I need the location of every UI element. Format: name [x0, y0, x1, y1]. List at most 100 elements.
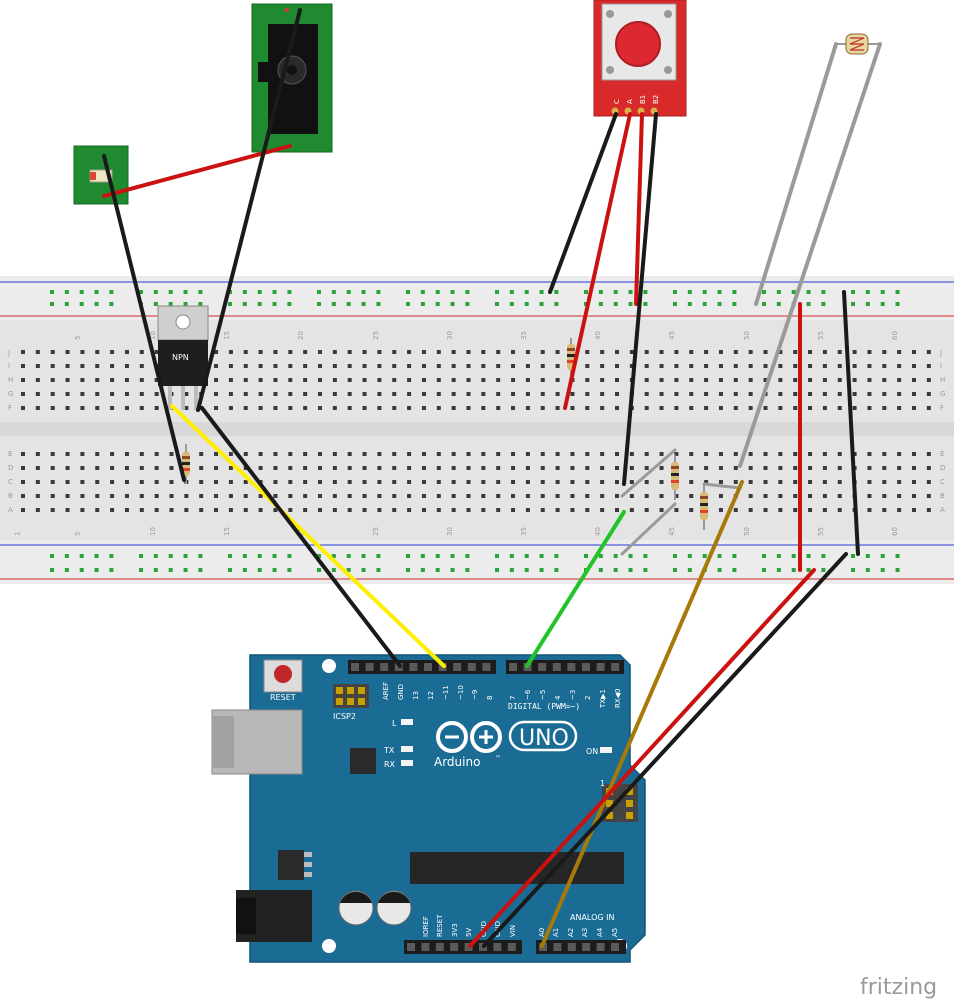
header-pin[interactable]: [507, 943, 516, 951]
breadboard-hole: [392, 494, 397, 498]
breadboard-hole: [674, 350, 679, 354]
header-pin[interactable]: [596, 943, 605, 951]
breadboard-hole: [912, 480, 916, 484]
header-pin[interactable]: [467, 663, 476, 671]
header-pin[interactable]: [596, 663, 605, 671]
breadboard-hole: [377, 494, 382, 498]
breadboard-hole: [793, 364, 798, 368]
rail-hole: [524, 568, 529, 572]
header-pin[interactable]: [365, 663, 374, 671]
breadboard-hole: [392, 508, 397, 512]
breadboard-hole: [243, 480, 248, 484]
breadboard-hole: [169, 480, 174, 484]
rail-hole: [643, 302, 648, 306]
wire-black-button-b2: [622, 112, 658, 486]
breadboard-hole: [258, 494, 263, 498]
button-pin-b2: B2: [652, 95, 660, 104]
breadboard-hole: [184, 392, 189, 396]
photoresistor: [834, 33, 880, 55]
breadboard-hole: [288, 364, 293, 368]
header-pin[interactable]: [380, 663, 389, 671]
breadboard-hole: [154, 508, 159, 512]
rail-hole: [435, 554, 440, 558]
rail-hole: [702, 302, 707, 306]
header-pin[interactable]: [407, 943, 415, 951]
pin-label-a1: A1: [552, 928, 560, 937]
header-pin[interactable]: [421, 943, 430, 951]
reset-button[interactable]: [263, 659, 303, 693]
breadboard-hole: [629, 508, 634, 512]
pin-label-4: 4: [554, 695, 562, 700]
rail-hole: [183, 568, 188, 572]
breadboard-hole: [674, 378, 679, 382]
header-pin[interactable]: [482, 663, 491, 671]
header-pin[interactable]: [409, 663, 418, 671]
rail-hole: [376, 290, 381, 294]
header-pin[interactable]: [538, 663, 547, 671]
rail-hole: [153, 290, 158, 294]
breadboard-hole: [511, 378, 516, 382]
header-pin[interactable]: [435, 943, 444, 951]
breadboard-hole: [615, 392, 619, 396]
wire-gray-ldr-right: [738, 42, 882, 468]
header-pin[interactable]: [493, 943, 502, 951]
rail-hole: [880, 568, 885, 572]
breadboard-hole: [273, 378, 278, 382]
pin-label-8: 8: [486, 696, 494, 700]
header-pin[interactable]: [611, 663, 620, 671]
breadboard-hole: [600, 452, 605, 456]
header-pin[interactable]: [567, 663, 576, 671]
rail-hole: [880, 290, 885, 294]
breadboard-hole: [80, 452, 85, 456]
breadboard-hole: [659, 508, 664, 512]
breadboard-hole: [926, 452, 931, 456]
breadboard-hole: [748, 392, 753, 396]
digital-header-left: [348, 660, 496, 674]
breadboard-hole: [154, 452, 159, 456]
breadboard-hole: [35, 364, 40, 368]
pin-label-10: ~10: [457, 685, 465, 700]
rail-hole: [821, 568, 826, 572]
breadboard-hole: [124, 406, 129, 410]
header-pin[interactable]: [552, 663, 561, 671]
rail-hole: [465, 568, 470, 572]
breadboard-hole: [228, 378, 233, 382]
col-number-5: 5: [74, 532, 82, 536]
rail-hole: [895, 290, 900, 294]
breadboard-hole: [362, 480, 367, 484]
breadboard-hole: [808, 466, 813, 470]
pin-label-tx1: TX▶1: [599, 689, 607, 709]
atmega-chip: [410, 852, 624, 884]
rail-hole: [109, 568, 114, 572]
breadboard-hole: [837, 378, 842, 382]
breadboard-hole: [555, 364, 560, 368]
rail-hole: [776, 302, 781, 306]
breadboard-hole: [377, 392, 382, 396]
rail-hole: [183, 290, 188, 294]
breadboard-hole: [689, 480, 694, 484]
header-pin[interactable]: [453, 663, 462, 671]
header-pin[interactable]: [582, 943, 591, 951]
rail-hole: [539, 290, 544, 294]
breadboard-hole: [897, 452, 902, 456]
header-pin[interactable]: [509, 663, 517, 671]
header-pin[interactable]: [450, 943, 459, 951]
breadboard-hole: [496, 494, 501, 498]
header-pin[interactable]: [351, 663, 359, 671]
header-pin[interactable]: [553, 943, 562, 951]
header-pin[interactable]: [611, 943, 619, 951]
header-pin[interactable]: [582, 663, 590, 671]
breadboard-hole: [481, 452, 486, 456]
rail-hole: [406, 302, 410, 306]
rail-hole: [851, 302, 855, 306]
rail-hole: [806, 302, 811, 306]
header-pin[interactable]: [424, 663, 432, 671]
breadboard-hole: [763, 350, 768, 354]
breadboard-hole: [555, 378, 560, 382]
rail-hole: [198, 302, 203, 306]
rail-hole: [465, 554, 470, 558]
header-pin[interactable]: [567, 943, 576, 951]
breadboard-hole: [407, 406, 412, 410]
breadboard-hole: [822, 350, 827, 354]
row-label-a: A: [8, 506, 13, 514]
